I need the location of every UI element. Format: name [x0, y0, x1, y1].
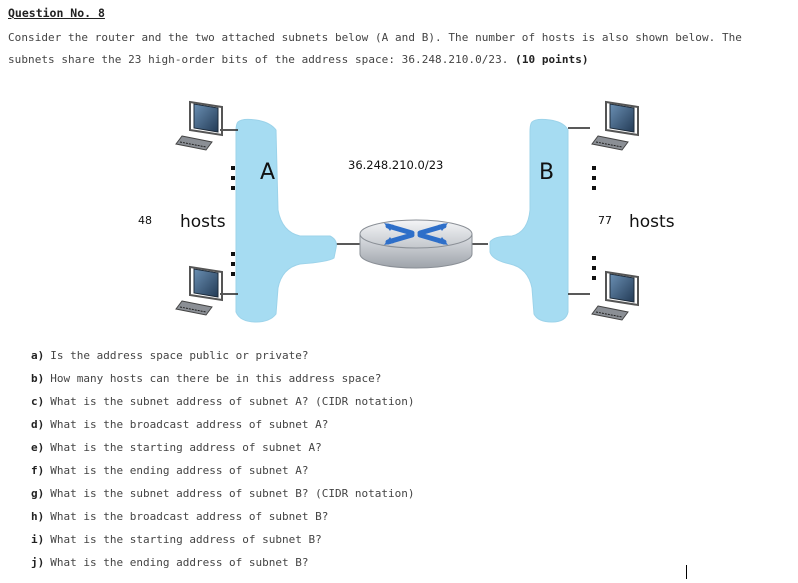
- subnet-a-hosts-word: hosts: [180, 212, 226, 232]
- question-label: c): [31, 395, 45, 408]
- question-item: j) What is the ending address of subnet B…: [31, 551, 415, 574]
- question-label: f): [31, 464, 45, 477]
- question-label: e): [31, 441, 45, 454]
- question-label: d): [31, 418, 45, 431]
- network-diagram: A B 36.248.210.0/23 48 hosts 77 hosts: [138, 100, 675, 323]
- computer-icon: [175, 100, 223, 151]
- question-text: What is the broadcast address of subnet …: [50, 418, 329, 431]
- question-item: d) What is the broadcast address of subne…: [31, 413, 415, 436]
- question-text: What is the ending address of subnet A?: [50, 464, 309, 477]
- question-label: b): [31, 372, 45, 385]
- question-text: How many hosts can there be in this addr…: [50, 372, 382, 385]
- question-item: g) What is the subnet address of subnet B…: [31, 482, 415, 505]
- question-item: a) Is the address space public or private…: [31, 344, 415, 367]
- subnet-a-shape: [235, 118, 337, 323]
- question-label: j): [31, 556, 45, 569]
- computer-icon: [591, 270, 639, 321]
- question-list: a) Is the address space public or private…: [31, 344, 415, 574]
- question-text: Is the address space public or private?: [50, 349, 309, 362]
- question-item: f) What is the ending address of subnet A…: [31, 459, 415, 482]
- question-label: g): [31, 487, 45, 500]
- points-label: (10 points): [515, 53, 589, 66]
- subnet-b-host-count: 77: [598, 214, 612, 227]
- intro-text: Consider the router and the two attached…: [8, 31, 742, 66]
- router-icon: [359, 219, 473, 269]
- host-ellipsis-b-bottom: [592, 256, 596, 280]
- subnet-a-host-count: 48: [138, 214, 152, 227]
- address-space-label: 36.248.210.0/23: [348, 158, 443, 172]
- subnet-b-label: B: [539, 160, 554, 185]
- subnet-b-shape: [489, 118, 569, 323]
- question-text: What is the starting address of subnet B…: [50, 533, 322, 546]
- question-item: e) What is the starting address of subnet…: [31, 436, 415, 459]
- question-text: What is the starting address of subnet A…: [50, 441, 322, 454]
- subnet-b-hosts-word: hosts: [629, 212, 675, 232]
- question-item: b) How many hosts can there be in this ad…: [31, 367, 415, 390]
- question-title: Question No. 8: [8, 6, 105, 20]
- question-text: What is the subnet address of subnet A? …: [50, 395, 415, 408]
- question-label: a): [31, 349, 45, 362]
- question-item: i) What is the starting address of subnet…: [31, 528, 415, 551]
- question-text: What is the ending address of subnet B?: [50, 556, 309, 569]
- question-item: h) What is the broadcast address of subne…: [31, 505, 415, 528]
- question-label: i): [31, 533, 45, 546]
- question-intro: Consider the router and the two attached…: [8, 27, 793, 71]
- question-label: h): [31, 510, 45, 523]
- host-ellipsis-a-bottom: [231, 252, 235, 276]
- question-text: What is the subnet address of subnet B? …: [50, 487, 415, 500]
- question-text: What is the broadcast address of subnet …: [50, 510, 329, 523]
- computer-icon: [591, 100, 639, 151]
- computer-icon: [175, 265, 223, 316]
- host-ellipsis-a-top: [231, 166, 235, 190]
- subnet-a-label: A: [260, 160, 275, 185]
- host-ellipsis-b-top: [592, 166, 596, 190]
- text-cursor: [686, 565, 687, 579]
- question-item: c) What is the subnet address of subnet A…: [31, 390, 415, 413]
